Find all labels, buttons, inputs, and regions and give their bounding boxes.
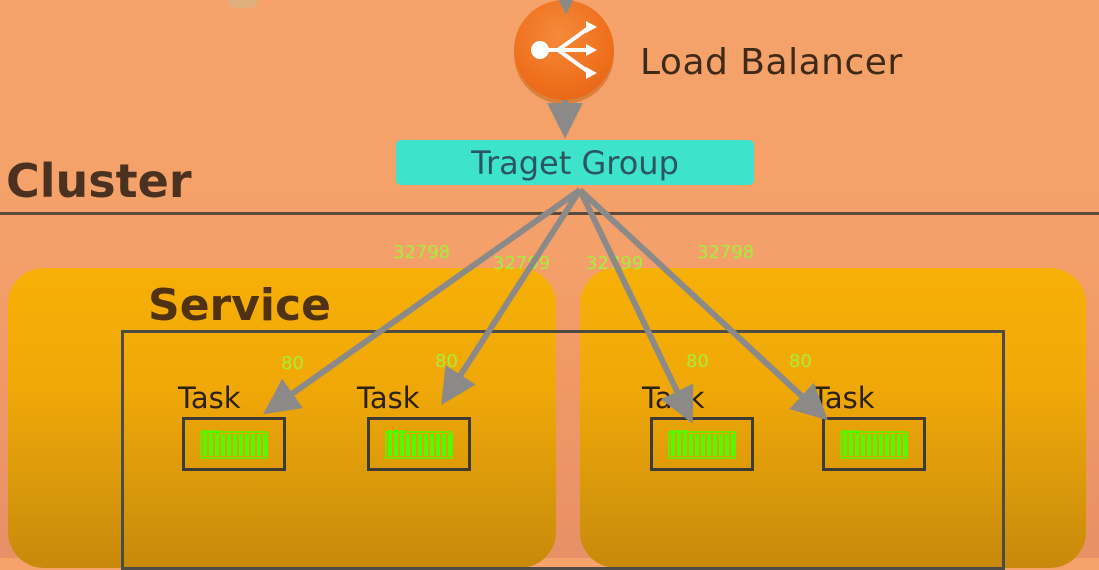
container-icon [385,430,453,459]
service-label: Service [148,280,331,331]
task-box [182,417,286,471]
host-port-label: 32798 [697,242,755,263]
partial-icon-top [228,0,258,8]
arrow-to-task-3 [577,188,694,424]
container-port-label: 80 [789,351,812,372]
target-group-label: Traget Group [471,143,679,182]
host-port-label: 32798 [393,242,451,263]
task-box [650,417,754,471]
container-port-label: 80 [281,353,304,374]
task-label: Task [357,381,420,415]
container-port-label: 80 [686,351,709,372]
cluster-label: Cluster [6,154,192,208]
container-icon [840,430,908,459]
arrow-to-task-1 [263,187,582,415]
arrow-to-task-4 [577,187,828,421]
target-group-box: Traget Group [396,140,754,185]
load-balancer-icon [514,0,614,100]
connection-arrows [263,0,828,424]
task-label: Task [178,381,241,415]
arrow-to-task-2 [441,188,583,406]
task-box [822,417,926,471]
container-icon [668,430,736,459]
load-balancer-label: Load Balancer [640,42,903,83]
task-box [367,417,471,471]
container-icon [200,430,268,459]
